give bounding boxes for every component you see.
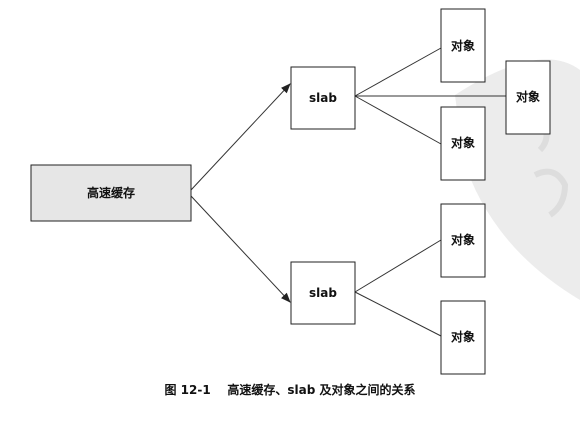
figure-number: 图 12-1 — [164, 383, 211, 397]
line-slab-bottom-to-object-4 — [354, 239, 442, 293]
object-box-3 — [440, 106, 486, 181]
arrow-cache-to-slab-bottom — [190, 195, 291, 303]
slab-box-top — [290, 66, 356, 130]
line-slab-top-to-object-1 — [354, 47, 442, 97]
object-box-2 — [505, 60, 551, 135]
arrow-cache-to-slab-top — [190, 83, 291, 191]
object-box-4 — [440, 203, 486, 278]
cache-label: 高速缓存 — [87, 185, 135, 200]
caption-spacer — [211, 383, 228, 397]
object-box-1 — [440, 8, 486, 83]
object-box-5 — [440, 300, 486, 375]
line-slab-top-to-object-3 — [354, 95, 442, 145]
object-label-4: 对象 — [451, 232, 475, 247]
object-label-2: 对象 — [516, 89, 540, 104]
object-label-5: 对象 — [451, 329, 475, 344]
slab-top-label: slab — [309, 91, 337, 105]
figure-title: 高速缓存、slab 及对象之间的关系 — [227, 383, 416, 397]
cache-box — [30, 164, 192, 222]
object-label-3: 对象 — [451, 135, 475, 150]
slab-box-bottom — [290, 261, 356, 325]
object-label-1: 对象 — [451, 38, 475, 53]
slab-bottom-label: slab — [309, 286, 337, 300]
line-slab-bottom-to-object-5 — [354, 291, 442, 337]
figure-caption: 图 12-1 高速缓存、slab 及对象之间的关系 — [0, 381, 580, 398]
